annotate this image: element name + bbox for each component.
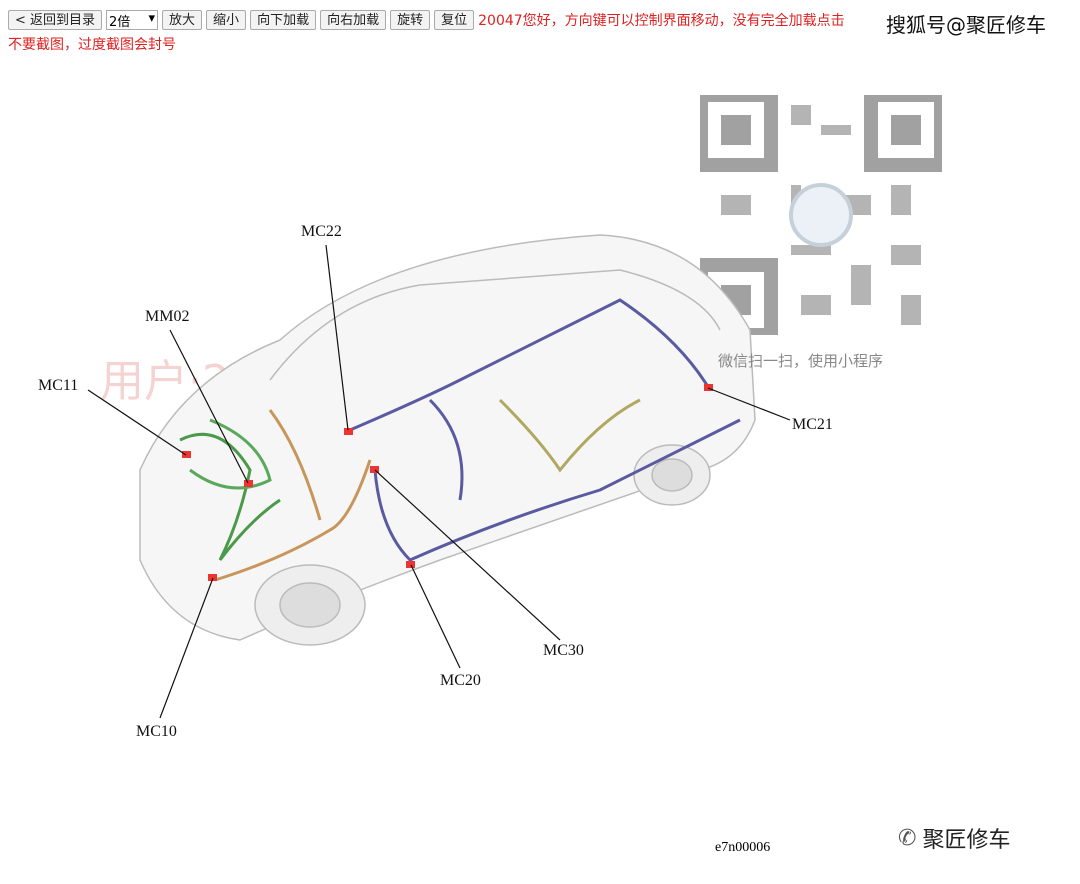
back-to-catalog-button[interactable]: < 返回到目录	[8, 10, 103, 30]
connector-label-mc30: MC30	[543, 642, 584, 659]
connector-label-mc20: MC20	[440, 672, 481, 689]
load-down-button[interactable]: 向下加载	[250, 10, 317, 30]
qr-caption: 微信扫一扫，使用小程序	[718, 352, 884, 370]
connector-label-mm02: MM02	[145, 308, 190, 325]
figure-code: e7n00006	[715, 840, 771, 855]
car-body	[139, 234, 756, 646]
wire-harnesses	[179, 298, 741, 582]
reset-button[interactable]: 复位	[434, 10, 475, 30]
wechat-watermark: ✆聚匠修车	[898, 825, 1011, 854]
connector-markers	[182, 384, 713, 581]
notice-text: 20047您好，方向键可以控制界面移动，没有完全加载点击	[478, 13, 845, 29]
connector-label-mc11: MC11	[38, 377, 79, 394]
connector-label-mc10: MC10	[136, 723, 177, 740]
screenshot-warning: 不要截图，过度截图会封号	[8, 37, 176, 53]
rotate-button[interactable]: 旋转	[390, 10, 431, 30]
leader-lines	[87, 244, 791, 719]
zoom-select[interactable]: 2倍▾	[106, 10, 159, 30]
connector-label-mc21: MC21	[792, 416, 833, 433]
dropdown-arrow-icon: ▾	[148, 11, 156, 26]
load-right-button[interactable]: 向右加载	[320, 10, 387, 30]
wechat-icon: ✆	[898, 825, 917, 851]
zoom-in-button[interactable]: 放大	[162, 10, 203, 30]
connector-label-mc22: MC22	[301, 223, 342, 240]
sohu-watermark: 搜狐号@聚匠修车	[886, 9, 1046, 38]
toolbar: < 返回到目录 2倍▾ 放大 缩小 向下加载 向右加载 旋转 复位 20047您…	[8, 10, 845, 30]
zoom-out-button[interactable]: 缩小	[206, 10, 247, 30]
